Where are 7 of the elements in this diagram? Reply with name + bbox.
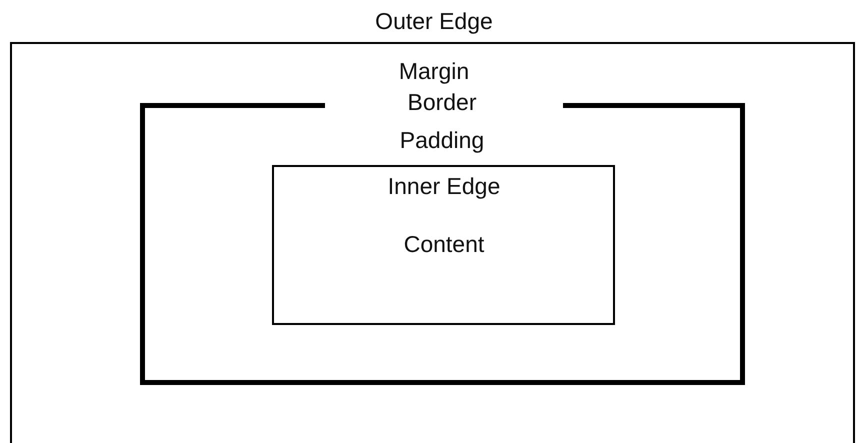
box-label: Margin — [398, 58, 470, 84]
box-label: Padding — [400, 127, 484, 153]
box-label: Content — [404, 231, 484, 257]
box-label: Outer Edge — [375, 8, 493, 34]
box-label: Border — [407, 89, 477, 115]
inner-box — [272, 165, 615, 325]
box-label: Inner Edge — [388, 173, 500, 199]
